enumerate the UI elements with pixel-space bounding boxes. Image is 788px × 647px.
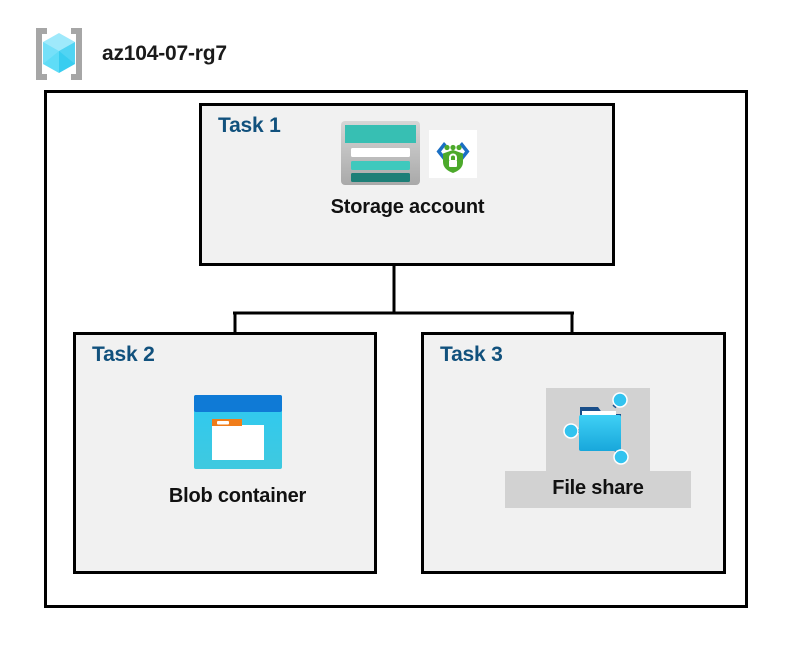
storage-account-icon [338, 118, 423, 188]
file-share-caption-highlight: File share [505, 471, 691, 508]
storage-account-caption: Storage account [330, 196, 485, 218]
storage-icon-row [338, 118, 477, 188]
task-1-label: Task 1 [218, 114, 281, 137]
file-share-caption: File share [552, 477, 644, 499]
resource-group-name: az104-07-rg7 [102, 42, 227, 65]
blob-container-icon [192, 393, 284, 485]
file-share-icon-highlight [546, 388, 650, 471]
blob-container-node: Blob container [145, 393, 330, 508]
resource-group-icon [30, 26, 88, 82]
storage-security-icon [429, 118, 477, 178]
file-share-node: File share [505, 388, 691, 508]
storage-account-node: Storage account [290, 118, 525, 219]
file-share-icon [562, 391, 634, 467]
resource-group-header: az104-07-rg7 [30, 26, 227, 82]
task-2-label: Task 2 [92, 343, 155, 366]
task-3-label: Task 3 [440, 343, 503, 366]
blob-container-caption: Blob container [168, 485, 307, 507]
